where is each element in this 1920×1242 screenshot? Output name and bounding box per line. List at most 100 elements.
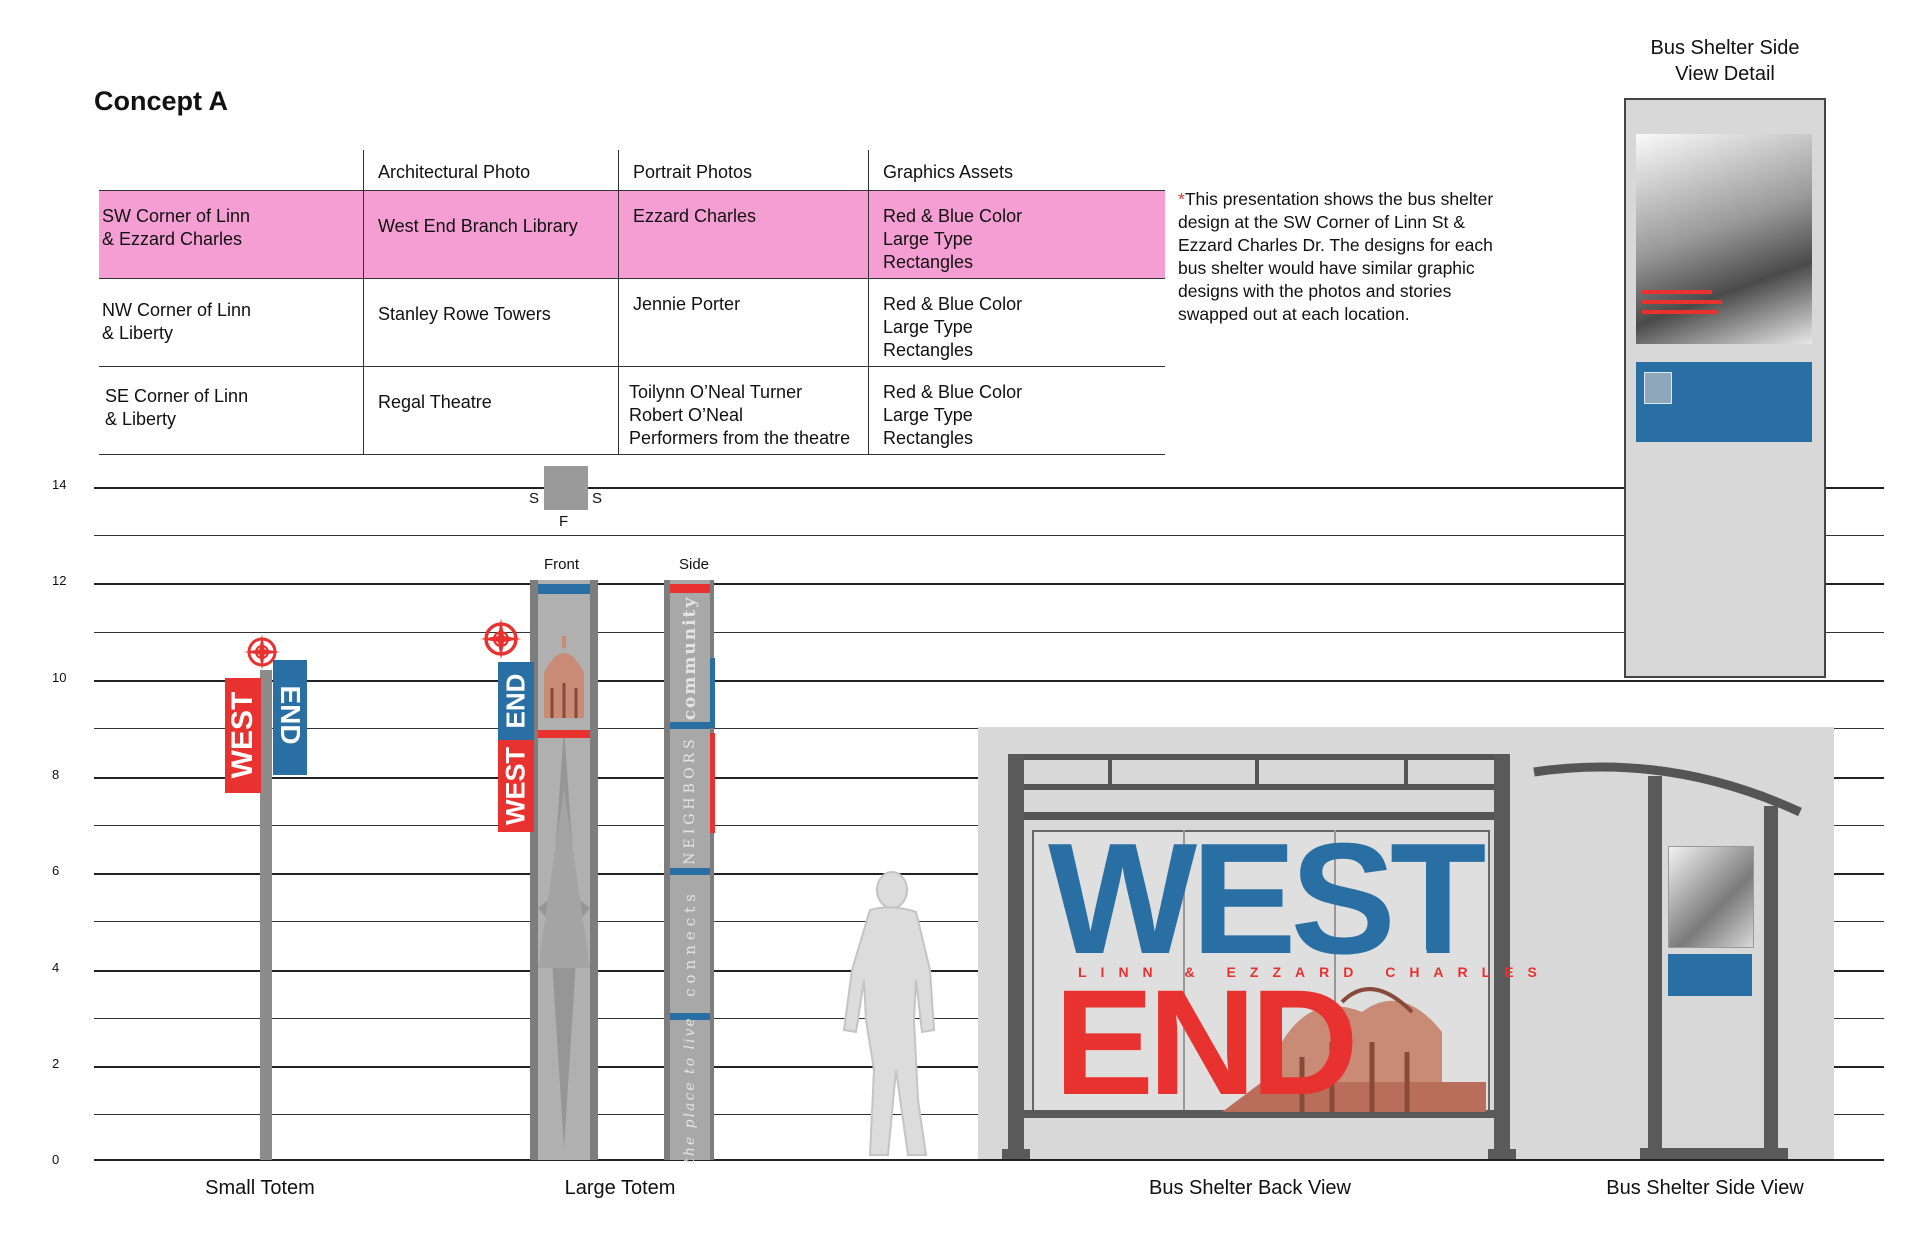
totem-pole: [260, 670, 272, 1160]
foot-left: [1002, 1149, 1030, 1159]
table-header-row: Architectural Photo Portrait Photos Grap…: [99, 150, 1165, 191]
west-panel: [498, 740, 534, 832]
bus-shelter-side: [1530, 762, 1810, 1159]
caption-small-totem: Small Totem: [205, 1177, 315, 1199]
portrait-cell: Ezzard Charles: [618, 190, 869, 279]
side-post-left: [1648, 776, 1662, 1159]
arch-cell: West End Branch Library: [363, 190, 619, 279]
orientation-key: [544, 466, 588, 510]
detail-title-line: View Detail: [1675, 63, 1775, 85]
graphics-line: Large Type: [883, 317, 973, 337]
scale-label-8: 8: [52, 767, 60, 782]
graphics-line: Red & Blue Color: [883, 206, 1023, 226]
location-cell: NW Corner of Linn& Liberty: [99, 278, 364, 367]
small-totem: WEST END: [220, 630, 310, 1160]
portrait-line: Toilynn O’Neal Turner: [629, 382, 803, 402]
orientation-s-left: S: [529, 490, 540, 507]
scale-label-6: 6: [52, 863, 60, 878]
note-asterisk: *: [1178, 189, 1185, 209]
end-word: END: [275, 685, 306, 745]
scale-label-4: 4: [52, 960, 60, 975]
location-line: & Liberty: [102, 323, 174, 343]
ground-line: [94, 1159, 1884, 1161]
star-graphic: [538, 728, 590, 1148]
blue-band: [670, 1013, 710, 1020]
note-text: This presentation shows the bus shelter …: [1178, 189, 1494, 324]
header-architectural: Architectural Photo: [363, 150, 619, 191]
side-word-connects: connects: [681, 889, 699, 997]
blue-band: [670, 868, 710, 875]
grid-line-10: [94, 680, 1884, 682]
graphics-line: Rectangles: [883, 252, 974, 272]
graphics-line: Rectangles: [883, 428, 974, 448]
arch-cell: Stanley Rowe Towers: [363, 278, 619, 367]
library-dome-graphic: [544, 636, 584, 718]
scale-label-0: 0: [52, 1152, 60, 1167]
glass-divider: [1334, 830, 1336, 1112]
grid-line-14: [94, 487, 1884, 489]
red-edge: [710, 733, 715, 833]
portrait-line: Ezzard Charles: [633, 206, 757, 226]
top-red-band: [670, 584, 710, 593]
roof-post: [1404, 754, 1408, 790]
arch-cell: Regal Theatre: [363, 366, 619, 455]
shelter-end-word: END: [1054, 958, 1359, 1126]
page-title: Concept A: [94, 86, 228, 116]
person-silhouette-icon: [842, 871, 936, 1156]
end-panel: [273, 660, 307, 775]
graphics-line: Large Type: [883, 229, 973, 249]
orientation-s-right: S: [592, 490, 603, 507]
roof-top-rail: [1022, 754, 1496, 760]
table-row: NW Corner of Linn& Liberty Stanley Rowe …: [99, 278, 1165, 367]
blue-accent-bar: [1426, 854, 1432, 950]
scale-label-14: 14: [52, 477, 67, 492]
side-word-neighbors: NEIGHBORS: [682, 735, 698, 865]
side-foot: [1640, 1148, 1788, 1159]
grid-line-11: [94, 632, 1884, 633]
graphics-line: Red & Blue Color: [883, 294, 1023, 314]
end-panel: [498, 662, 534, 740]
side-panel-story: [1668, 954, 1752, 996]
header-graphics: Graphics Assets: [868, 150, 1165, 191]
detail-photo-red-caption: [1642, 310, 1717, 314]
location-line: & Liberty: [105, 409, 177, 429]
detail-photo-red-caption: [1642, 290, 1712, 294]
west-word: WEST: [500, 747, 531, 825]
detail-photo: [1636, 134, 1812, 344]
header-portrait: Portrait Photos: [618, 150, 869, 191]
roof-low-rail: [1012, 812, 1506, 820]
blue-edge: [710, 658, 715, 728]
scale-label-12: 12: [52, 573, 67, 588]
grid-line-12: [94, 583, 1884, 585]
shelter-sub-text: LINN & EZZARD CHARLES: [1078, 964, 1551, 980]
portrait-line: Jennie Porter: [633, 294, 741, 314]
portrait-cell: Jennie Porter: [618, 278, 869, 367]
table-row: SE Corner of Linn& Liberty Regal Theatre…: [99, 366, 1165, 455]
red-band: [538, 730, 590, 738]
end-word: END: [500, 673, 531, 729]
roof-post: [1108, 754, 1112, 790]
left-post: [1008, 754, 1024, 1159]
location-cell: SE Corner of Linn& Liberty: [99, 366, 364, 455]
front-label: Front: [544, 556, 580, 573]
right-post: [1494, 754, 1510, 1159]
side-post-right: [1764, 806, 1778, 1159]
bus-shelter-back: WEST LINN & EZZARD CHARLES END: [1002, 754, 1537, 1159]
grid-line-13: [94, 535, 1884, 536]
location-line: SW Corner of Linn: [102, 206, 251, 226]
large-totem-side: community NEIGHBORS connects the place t…: [660, 578, 720, 1164]
graphics-line: Rectangles: [883, 340, 974, 360]
roof-mid-rail: [1022, 784, 1496, 790]
location-cell: SW Corner of Linn& Ezzard Charles: [99, 190, 364, 279]
caption-large-totem: Large Totem: [564, 1177, 676, 1199]
scale-label-2: 2: [52, 1056, 60, 1071]
blue-band: [670, 722, 710, 729]
caption-shelter-side: Bus Shelter Side View: [1606, 1177, 1804, 1199]
large-totem-front: END WEST: [478, 578, 608, 1160]
location-matrix: Architectural Photo Portrait Photos Grap…: [99, 150, 1165, 455]
detail-panel: [1624, 98, 1826, 678]
top-blue-band: [538, 584, 590, 594]
